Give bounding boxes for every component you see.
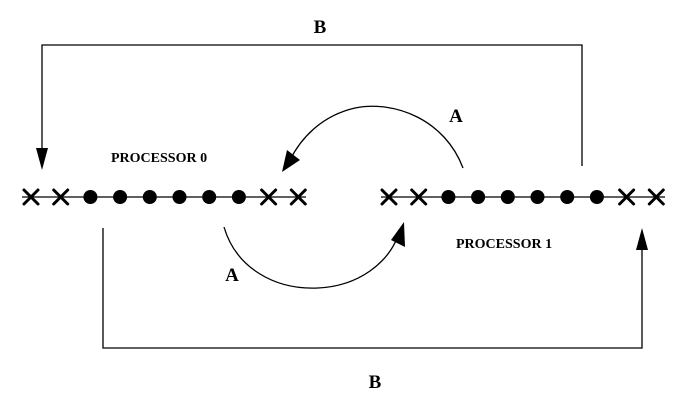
exchange-b-bottom-arrowhead [636, 228, 648, 250]
processor-1-interior-cell-8 [589, 190, 604, 204]
processor-0-ghost-cell-9 [260, 188, 278, 206]
processor-0-ghost-cell-1 [22, 188, 40, 206]
processor-1-interior-cell-6 [530, 190, 545, 204]
exchange-a-lower-label: A [225, 265, 239, 286]
processor-1-ghost-cell-10 [647, 188, 665, 206]
processor-1-interior-cell-3 [441, 190, 456, 204]
processor-0-cells [22, 188, 307, 206]
processor-1-ghost-cell-1 [380, 188, 398, 206]
processor-0-interior-cell-5 [142, 190, 157, 204]
exchange-a-upper-arc [289, 105, 464, 169]
exchange-a-lower-arrowhead [391, 222, 405, 247]
exchange-a-lower-arc [223, 226, 399, 289]
processor-1-interior-cell-4 [471, 190, 486, 204]
processor-1-ghost-cell-9 [618, 188, 636, 206]
exchange-a-upper-label: A [449, 106, 463, 127]
exchange-b-top-arrowhead [36, 148, 48, 170]
exchange-b-bottom-path [102, 228, 643, 349]
exchange-b-top-label: B [314, 17, 327, 38]
processor-0-interior-cell-3 [83, 190, 98, 204]
exchange-a-upper-arrowhead [282, 150, 300, 172]
processor-0-label: PROCESSOR 0 [111, 151, 207, 166]
exchange-b-bottom-label: B [369, 372, 382, 393]
processor-0-interior-cell-6 [172, 190, 187, 204]
processor-0-ghost-cell-10 [289, 188, 307, 206]
processor-1-ghost-cell-2 [410, 188, 428, 206]
processor-0-interior-cell-7 [202, 190, 217, 204]
exchange-b-top-path [41, 44, 583, 166]
processor-0-interior-cell-8 [231, 190, 246, 204]
processor-0-interior-cell-4 [113, 190, 128, 204]
processor-1-cells [380, 188, 665, 206]
processor-1-interior-cell-5 [500, 190, 515, 204]
processor-0-ghost-cell-2 [52, 188, 70, 206]
processor-1-interior-cell-7 [560, 190, 575, 204]
processor-1-label: PROCESSOR 1 [456, 237, 552, 252]
